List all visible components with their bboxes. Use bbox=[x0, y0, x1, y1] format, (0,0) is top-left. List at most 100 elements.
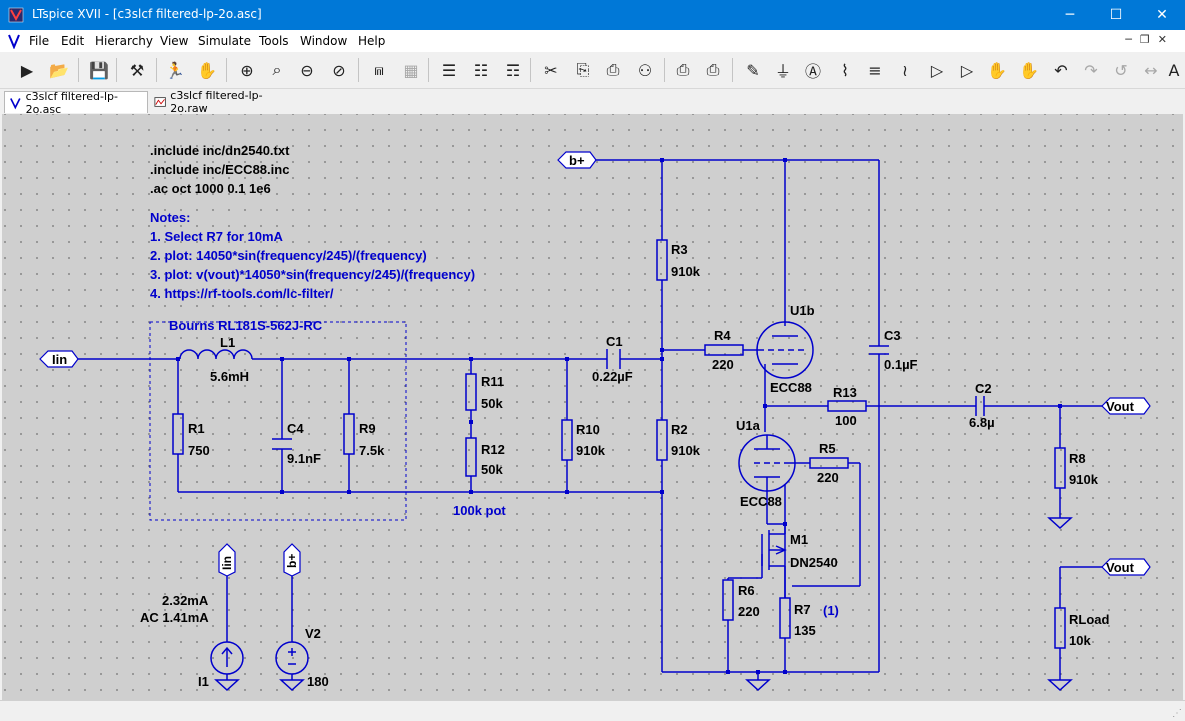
m1-value: DN2540 bbox=[790, 555, 838, 570]
i1-value-line2: AC 1.41mA bbox=[140, 610, 209, 625]
r10-name: R10 bbox=[576, 422, 600, 437]
halt-hand-icon[interactable]: ✋ bbox=[197, 60, 217, 80]
r7-value: 135 bbox=[794, 623, 816, 638]
junctions bbox=[176, 158, 1062, 674]
v2-name: V2 bbox=[305, 626, 321, 641]
resistor-icon[interactable]: ⌇ bbox=[841, 60, 849, 80]
window-title: LTspice XVII - [c3slcf filtered-lp-2o.as… bbox=[32, 7, 262, 21]
menu-simulate[interactable]: Simulate bbox=[198, 34, 252, 48]
c2-value: 6.8µ bbox=[969, 415, 995, 430]
source-symbols bbox=[210, 641, 309, 675]
directive-line-2: .include inc/ECC88.inc bbox=[150, 162, 289, 177]
diode-icon[interactable]: ▷ bbox=[930, 60, 944, 80]
r8-name: R8 bbox=[1069, 451, 1086, 466]
r12-value: 50k bbox=[481, 462, 503, 477]
menu-hierarchy[interactable]: Hierarchy bbox=[95, 34, 154, 48]
inductor-icon[interactable]: ≀ bbox=[902, 60, 908, 80]
print-icon[interactable]: ⎙ bbox=[706, 60, 720, 79]
cut-icon[interactable]: ✂ bbox=[544, 60, 558, 80]
note-line-3: 3. plot: v(vout)*14050*sin(frequency/245… bbox=[150, 267, 475, 282]
l1-name: L1 bbox=[220, 335, 235, 350]
schematic-canvas[interactable]: Iin b+ Vout Vout Iin b+ .include inc/dn2… bbox=[2, 114, 1183, 700]
close-button[interactable]: ✕ bbox=[1156, 7, 1168, 23]
tab-schematic[interactable]: c3slcf filtered-lp-2o.asc bbox=[4, 89, 148, 116]
net-label-vout-load: Vout bbox=[1106, 560, 1135, 575]
c3-value: 0.1µF bbox=[884, 357, 918, 372]
note-line-2: 2. plot: 14050*sin(frequency/245)/(frequ… bbox=[150, 248, 427, 263]
schematic-drawing[interactable]: Iin b+ Vout Vout Iin b+ .include inc/dn2… bbox=[2, 114, 1183, 700]
save-icon[interactable]: 💾 bbox=[89, 60, 109, 80]
c1-value: 0.22µF bbox=[592, 369, 633, 384]
r4-value: 220 bbox=[712, 357, 734, 372]
zoom-fit-icon[interactable]: ⊘ bbox=[332, 60, 346, 80]
menu-help[interactable]: Help bbox=[358, 34, 386, 48]
open-folder-icon[interactable]: 📂 bbox=[49, 60, 69, 80]
tab-waveform-label: c3slcf filtered-lp-2o.raw bbox=[170, 89, 263, 115]
net-label-bplus: b+ bbox=[569, 153, 585, 168]
text-icon[interactable]: A bbox=[1168, 60, 1180, 80]
r11-value: 50k bbox=[481, 396, 503, 411]
pan-icon[interactable]: ⌕ bbox=[272, 60, 282, 79]
drag-hand-icon[interactable]: ✋ bbox=[1019, 60, 1039, 80]
find-binoculars-icon[interactable]: ⚇ bbox=[637, 60, 653, 80]
net-label-iin-source: Iin bbox=[220, 556, 234, 570]
component-icon[interactable]: ▷ bbox=[960, 60, 974, 80]
tab-waveform[interactable]: c3slcf filtered-lp-2o.raw bbox=[150, 89, 290, 115]
c4-value: 9.1nF bbox=[287, 451, 321, 466]
maximize-button[interactable]: ☐ bbox=[1109, 7, 1123, 23]
document-icon[interactable] bbox=[6, 33, 22, 49]
control-panel-hammer-icon[interactable]: ⚒ bbox=[129, 60, 145, 80]
c4-name: C4 bbox=[287, 421, 304, 436]
r3-name: R3 bbox=[671, 242, 688, 257]
print-preview-icon[interactable]: ⎙ bbox=[676, 60, 690, 79]
capacitor-plates bbox=[272, 345, 985, 450]
copy-icon[interactable]: ⎘ bbox=[576, 60, 590, 79]
paste-icon[interactable]: ⎙ bbox=[606, 60, 620, 79]
resistor-bodies bbox=[172, 239, 1066, 649]
cascade-icon[interactable]: ☷ bbox=[473, 60, 489, 80]
move-hand-icon[interactable]: ✋ bbox=[987, 60, 1007, 80]
zoom-out-icon[interactable]: ⊖ bbox=[300, 60, 314, 80]
run-icon[interactable]: ▶ bbox=[20, 60, 34, 80]
capacitor-icon[interactable]: ≡ bbox=[868, 60, 882, 80]
tile-horizontal-icon[interactable]: ☰ bbox=[441, 60, 457, 80]
menu-edit[interactable]: Edit bbox=[61, 34, 85, 48]
menu-view[interactable]: View bbox=[160, 34, 189, 48]
r1-value: 750 bbox=[188, 443, 210, 458]
r6-value: 220 bbox=[738, 604, 760, 619]
r12-name: R12 bbox=[481, 442, 505, 457]
label-net-icon[interactable]: Ⓐ bbox=[804, 62, 821, 81]
tile-vertical-icon[interactable]: ☶ bbox=[505, 60, 521, 80]
ground-icon[interactable]: ⏚ bbox=[774, 62, 791, 81]
toolbar: ▶ 📂 💾 ⚒ 🏃 ✋ ⊕ ⌕ ⊖ ⊘ ⩎ ▦ ☰ ☷ ☶ ✂ ⎘ ⎙ ⚇ ⎙ … bbox=[0, 52, 1185, 89]
r9-name: R9 bbox=[359, 421, 376, 436]
mdi-window-controls[interactable]: ─❐✕ bbox=[1125, 33, 1175, 46]
r5-value: 220 bbox=[817, 470, 839, 485]
resize-grip-icon[interactable]: ⋰ bbox=[1172, 708, 1182, 719]
r3-value: 910k bbox=[671, 264, 701, 279]
r11-name: R11 bbox=[481, 374, 504, 389]
net-labels: Iin b+ Vout Vout Iin b+ bbox=[39, 151, 1151, 577]
minimize-button[interactable]: ─ bbox=[1065, 7, 1075, 23]
u1a-name: U1a bbox=[736, 418, 761, 433]
rotate-icon[interactable]: ↺ bbox=[1114, 60, 1128, 80]
i1-value-line1: 2.32mA bbox=[162, 593, 209, 608]
draw-wire-pencil-icon[interactable]: ✎ bbox=[746, 60, 760, 80]
zoom-in-icon[interactable]: ⊕ bbox=[240, 60, 254, 80]
menu-tools[interactable]: Tools bbox=[259, 34, 289, 48]
redo-icon[interactable]: ↷ bbox=[1084, 60, 1098, 80]
r9-value: 7.5k bbox=[359, 443, 385, 458]
r2-name: R2 bbox=[671, 422, 688, 437]
menu-window[interactable]: Window bbox=[300, 34, 348, 48]
undo-icon[interactable]: ↶ bbox=[1054, 60, 1068, 80]
mirror-icon[interactable]: ↔ bbox=[1144, 60, 1158, 80]
grid-icon[interactable]: ▦ bbox=[403, 60, 419, 80]
v2-value: 180 bbox=[307, 674, 329, 689]
r13-value: 100 bbox=[835, 413, 857, 428]
tab-schematic-label: c3slcf filtered-lp-2o.asc bbox=[25, 89, 118, 116]
wires bbox=[72, 159, 1102, 680]
menu-file[interactable]: File bbox=[29, 34, 50, 48]
pot-label: 100k pot bbox=[453, 503, 506, 518]
autorange-icon[interactable]: ⩎ bbox=[374, 60, 384, 79]
run-man-icon[interactable]: 🏃 bbox=[165, 60, 185, 80]
